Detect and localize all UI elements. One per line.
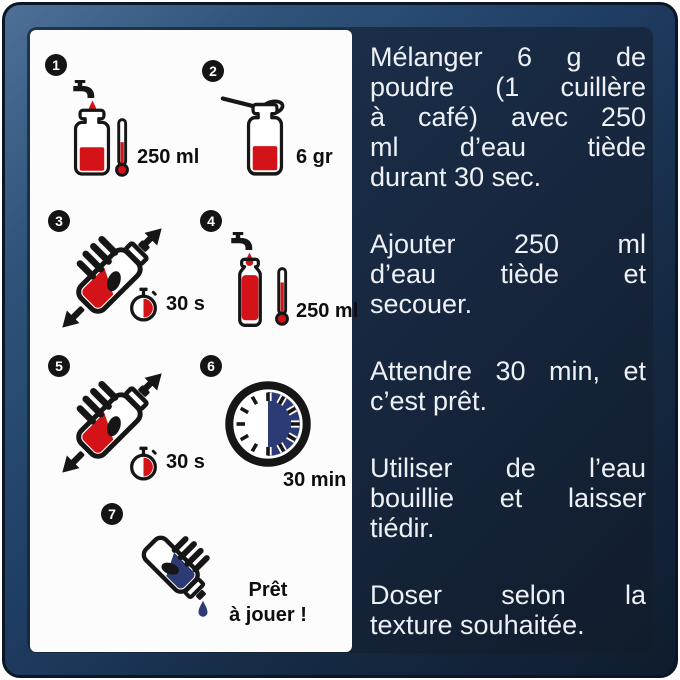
step-6-badge: 6	[200, 355, 222, 377]
step-5-label: 30 s	[166, 451, 205, 473]
shake-arrows-icon	[62, 228, 162, 328]
step-7-caption-line2: à jouer !	[229, 604, 307, 626]
shake-arrows-icon	[62, 373, 162, 473]
instruction-line: Ajouter 250 ml	[370, 229, 646, 259]
instruction-line: secouer.	[370, 289, 473, 319]
blue-drop-icon	[198, 600, 208, 617]
bottle-icon	[238, 257, 262, 327]
step-7-caption-line1: Prêt	[248, 579, 288, 601]
faucet-icon	[73, 80, 95, 98]
stopwatch-icon	[130, 287, 157, 322]
faucet-icon	[231, 232, 253, 250]
shaking-bottle-icon	[62, 228, 162, 328]
instruction-line: Attendre 30 min, et	[370, 356, 646, 386]
liquid-fill	[252, 146, 278, 171]
instruction-line: ml d’eau tiède	[370, 132, 646, 162]
instruction-line: Utiliser de l’eau	[370, 453, 646, 483]
shaking-bottle-icon	[62, 373, 162, 473]
instruction-line: durant 30 sec.	[370, 162, 542, 192]
liquid-fill	[241, 275, 259, 321]
step-2-label: 6 gr	[296, 146, 333, 168]
instruction-line: c’est prêt.	[370, 386, 488, 416]
step-2-badge: 2	[202, 60, 224, 82]
step-4-label: 250 ml	[296, 300, 359, 322]
instruction-line: Doser selon la	[370, 580, 646, 610]
instruction-line: poudre (1 cuillère	[370, 72, 646, 102]
jar-icon	[73, 108, 111, 176]
thermometer-icon	[275, 267, 289, 326]
instruction-line: bouillie et laisser	[370, 483, 646, 513]
pouring-bottle-icon	[141, 535, 210, 600]
clock-icon	[225, 381, 311, 467]
step-4-badge: 4	[200, 210, 222, 232]
instruction-line: d’eau tiède et	[370, 259, 646, 289]
step-7-caption: Prêt à jouer !	[216, 578, 320, 628]
stopwatch-icon	[130, 446, 157, 481]
instruction-line: Mélanger 6 g de	[370, 42, 646, 72]
steps-panel: 1 250 ml 2 6 gr 3	[30, 30, 358, 652]
step-7-badge: 7	[101, 503, 123, 525]
step-6-label: 30 min	[283, 469, 347, 491]
jar-icon	[246, 102, 284, 176]
step-3-label: 30 s	[166, 293, 205, 315]
instruction-line: tiédir.	[370, 513, 435, 543]
step-1-label: 250 ml	[137, 146, 200, 168]
step-5-badge: 5	[48, 355, 70, 377]
step-1-badge: 1	[45, 54, 67, 76]
step-3-badge: 3	[48, 210, 70, 232]
instruction-line: à café) avec 250	[370, 102, 646, 132]
liquid-fill	[79, 147, 105, 171]
thermometer-icon	[115, 118, 129, 177]
instruction-line: texture souhaitée.	[370, 610, 585, 640]
